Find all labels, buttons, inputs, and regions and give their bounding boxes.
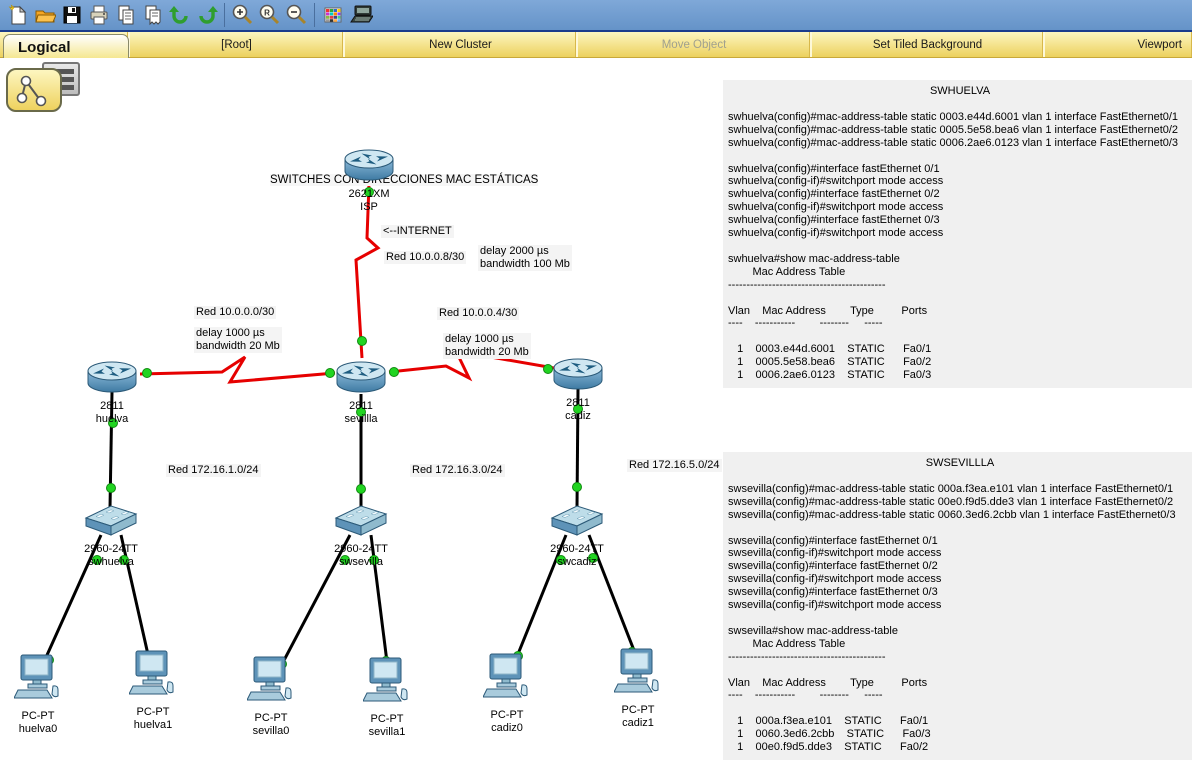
paste-icon[interactable] bbox=[139, 2, 166, 28]
canvas-title: SWITCHES CON DIRECCIONES MAC ESTÁTICAS bbox=[270, 174, 539, 186]
viewport-button[interactable]: Viewport bbox=[1045, 32, 1192, 57]
console-panel-swhuelva: SWHUELVA swhuelva(config)#mac-address-ta… bbox=[723, 80, 1192, 388]
note-net-10008: Red 10.0.0.8/30 bbox=[384, 251, 467, 264]
zoom-reset-icon[interactable]: R bbox=[256, 2, 283, 28]
switch-icon bbox=[84, 503, 138, 537]
redo-icon[interactable] bbox=[193, 2, 220, 28]
console-panel-swsevilla: SWSEVILLLA swsevilla(config)#mac-address… bbox=[723, 452, 1192, 760]
pc-icon bbox=[129, 650, 177, 700]
note-net-10000: Red 10.0.0.0/30 bbox=[194, 306, 277, 319]
open-folder-icon[interactable] bbox=[31, 2, 58, 28]
move-object-button[interactable]: Move Object bbox=[578, 32, 812, 57]
note-net-172-16-1: Red 172.16.1.0/24 bbox=[166, 464, 261, 477]
network-graph-icon bbox=[16, 75, 47, 107]
palette-icon[interactable] bbox=[319, 2, 346, 28]
main-toolbar: R bbox=[0, 0, 1192, 30]
note-net-172-16-3: Red 172.16.3.0/24 bbox=[410, 464, 505, 477]
view-menubar: [Root] New Cluster Move Object Set Tiled… bbox=[0, 30, 1192, 60]
pc-icon bbox=[614, 648, 662, 698]
pc-icon bbox=[14, 654, 62, 704]
logical-tab-slot bbox=[0, 32, 130, 57]
pc-icon bbox=[483, 653, 531, 703]
router-icon bbox=[86, 358, 138, 394]
zoom-in-icon[interactable] bbox=[229, 2, 256, 28]
cluster-icon[interactable] bbox=[6, 68, 62, 112]
note-internet: <--INTERNET bbox=[381, 225, 454, 238]
router-icon bbox=[335, 358, 387, 394]
zoom-out-icon[interactable] bbox=[283, 2, 310, 28]
print-icon[interactable] bbox=[85, 2, 112, 28]
toolbar-separator bbox=[224, 3, 225, 27]
root-breadcrumb[interactable]: [Root] bbox=[130, 32, 345, 57]
note-net-10004: Red 10.0.0.4/30 bbox=[437, 307, 520, 320]
switch-icon bbox=[334, 503, 388, 537]
toolbar-separator bbox=[314, 3, 315, 27]
new-file-icon[interactable] bbox=[4, 2, 31, 28]
workspace-canvas[interactable]: SWITCHES CON DIRECCIONES MAC ESTÁTICAS <… bbox=[0, 58, 1192, 762]
console-title: SWHUELVA bbox=[929, 85, 991, 97]
console-text: swsevilla(config)#mac-address-table stat… bbox=[728, 482, 1176, 754]
pc-icon bbox=[247, 656, 295, 706]
console-title: SWSEVILLLA bbox=[925, 457, 995, 469]
network-device-icon[interactable] bbox=[346, 2, 373, 28]
router-icon bbox=[343, 146, 395, 182]
copy-icon[interactable] bbox=[112, 2, 139, 28]
switch-icon bbox=[550, 503, 604, 537]
set-tiled-background-button[interactable]: Set Tiled Background bbox=[812, 32, 1045, 57]
link-serial-huelva-sevilla[interactable] bbox=[139, 355, 336, 384]
svg-text:R: R bbox=[264, 9, 270, 18]
router-icon bbox=[552, 355, 604, 391]
save-icon[interactable] bbox=[58, 2, 85, 28]
undo-icon[interactable] bbox=[166, 2, 193, 28]
note-net-172-16-5: Red 172.16.5.0/24 bbox=[627, 459, 722, 472]
console-text: swhuelva(config)#mac-address-table stati… bbox=[728, 110, 1179, 382]
new-cluster-button[interactable]: New Cluster bbox=[345, 32, 578, 57]
pc-icon bbox=[363, 657, 411, 707]
tab-logical[interactable]: Logical bbox=[3, 34, 129, 60]
